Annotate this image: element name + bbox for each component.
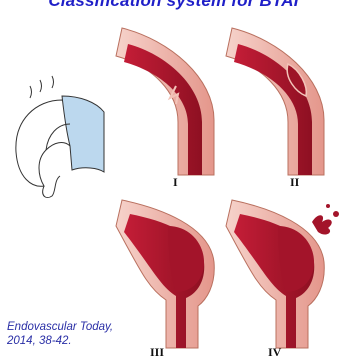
- citation: Endovascular Today, 2014, 38-42.: [7, 320, 113, 348]
- aortic-arch-overview: [16, 76, 104, 198]
- panel-label-3: III: [150, 345, 164, 360]
- citation-line-1: Endovascular Today,: [7, 320, 113, 334]
- panel-label-2: II: [290, 175, 299, 190]
- panel-4-vessel: [226, 200, 339, 348]
- panel-2-vessel: [226, 28, 324, 175]
- panel-3-vessel: [116, 200, 214, 348]
- citation-line-2: 2014, 38-42.: [7, 334, 113, 348]
- panel-label-4: IV: [268, 345, 281, 360]
- rupture-bleed: [312, 215, 332, 234]
- highlighted-segment: [62, 96, 104, 172]
- panel-1-vessel: [116, 28, 214, 175]
- panel-label-1: I: [173, 175, 178, 190]
